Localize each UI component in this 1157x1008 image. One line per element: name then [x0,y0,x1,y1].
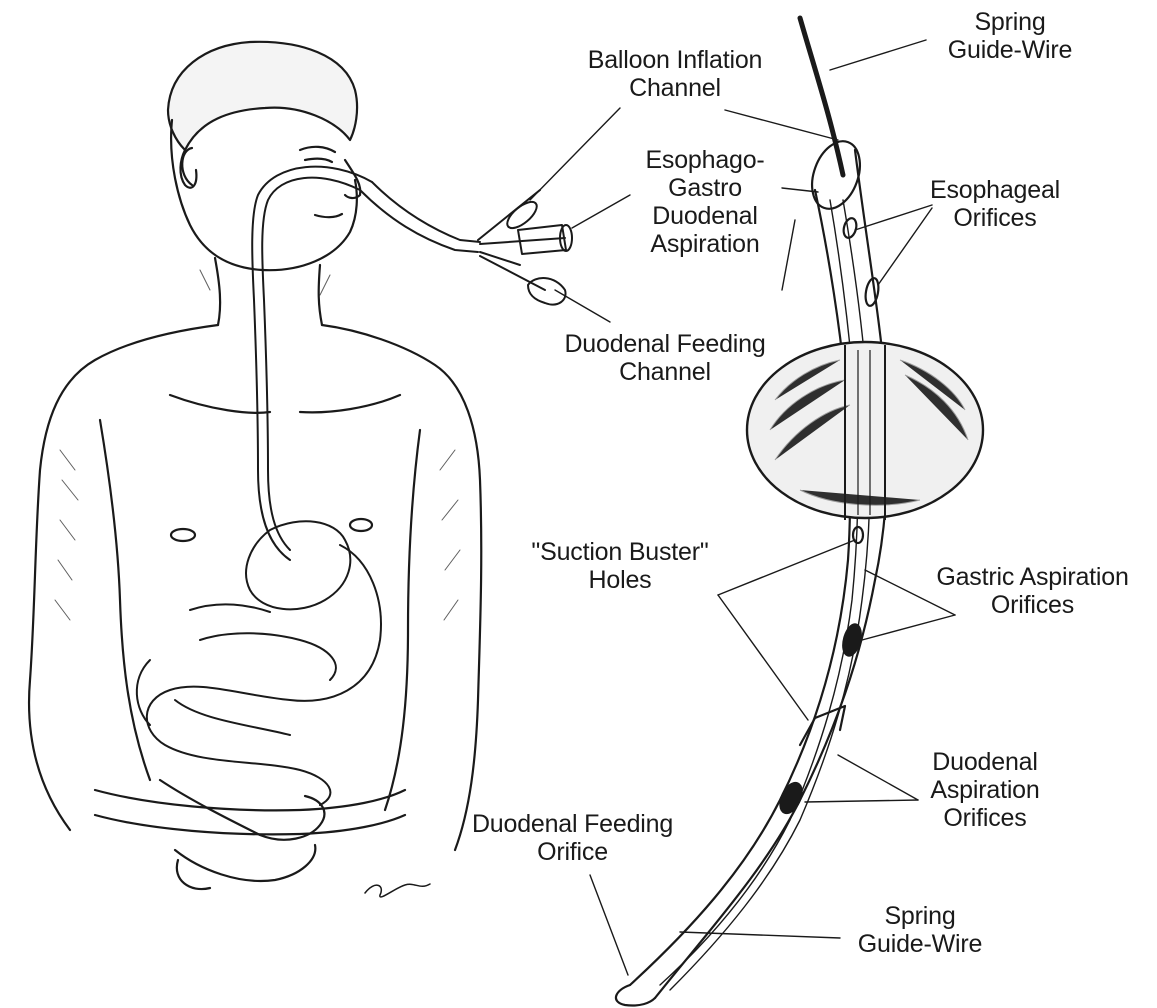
label-line: Gastro [620,174,790,202]
label-spring-guidewire-bottom: Spring Guide-Wire [835,902,1005,958]
label-balloon-inflation-channel: Balloon Inflation Channel [560,46,790,102]
label-line: Gastric Aspiration [910,563,1155,591]
label-gastric-aspiration-orifices: Gastric Aspiration Orifices [910,563,1155,619]
label-line: Duodenal Feeding [445,810,700,838]
label-line: Aspiration [620,230,790,258]
label-line: Guide-Wire [835,930,1005,958]
label-spring-guidewire-top: Spring Guide-Wire [925,8,1095,64]
label-line: Esophageal [905,176,1085,204]
tube-in-patient [252,167,480,560]
label-duodenal-feeding-orifice: Duodenal Feeding Orifice [445,810,700,866]
label-line: Orifices [910,804,1060,832]
label-line: Orifice [445,838,700,866]
label-suction-buster-holes: "Suction Buster" Holes [515,538,725,594]
label-line: Spring [925,8,1095,36]
tube-connectors [478,190,572,305]
label-line: Guide-Wire [925,36,1095,64]
stomach-and-intestine [137,521,381,805]
patient-figure [29,42,481,897]
label-line: Channel [560,74,790,102]
label-line: Orifices [910,591,1155,619]
label-line: Duodenal Feeding [540,330,790,358]
label-line: Duodenal [910,748,1060,776]
label-duodenal-aspiration-orifices: Duodenal Aspiration Orifices [910,748,1060,832]
label-duodenal-feeding-channel: Duodenal Feeding Channel [540,330,790,386]
label-line: Spring [835,902,1005,930]
label-egd-aspiration: Esophago- Gastro Duodenal Aspiration [620,146,790,258]
label-line: Holes [515,566,725,594]
label-line: "Suction Buster" [515,538,725,566]
label-line: Aspiration [910,776,1060,804]
label-line: Orifices [905,204,1085,232]
label-line: Esophago- [620,146,790,174]
label-line: Channel [540,358,790,386]
label-line: Balloon Inflation [560,46,790,74]
label-esophageal-orifices: Esophageal Orifices [905,176,1085,232]
label-line: Duodenal [620,202,790,230]
